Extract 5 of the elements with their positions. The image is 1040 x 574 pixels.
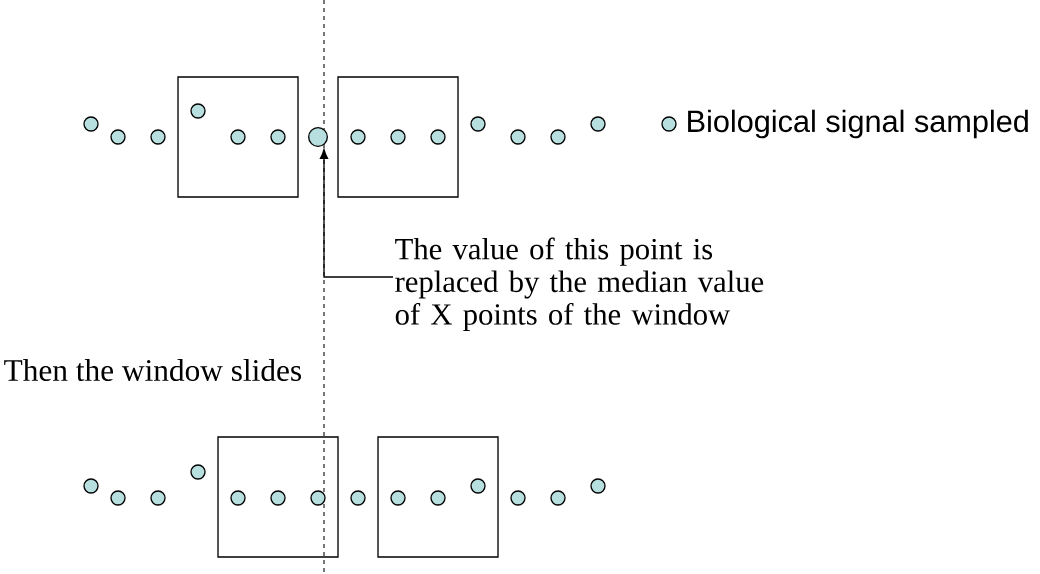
note-text: Then the window slides	[2, 357, 304, 383]
leader-arrow	[319, 149, 394, 278]
signal-dot	[308, 127, 328, 147]
callout-text: The value of this point is replaced by the median value of X points of the window	[395, 237, 764, 332]
legend-text: Biological signal sampled	[688, 109, 1028, 139]
